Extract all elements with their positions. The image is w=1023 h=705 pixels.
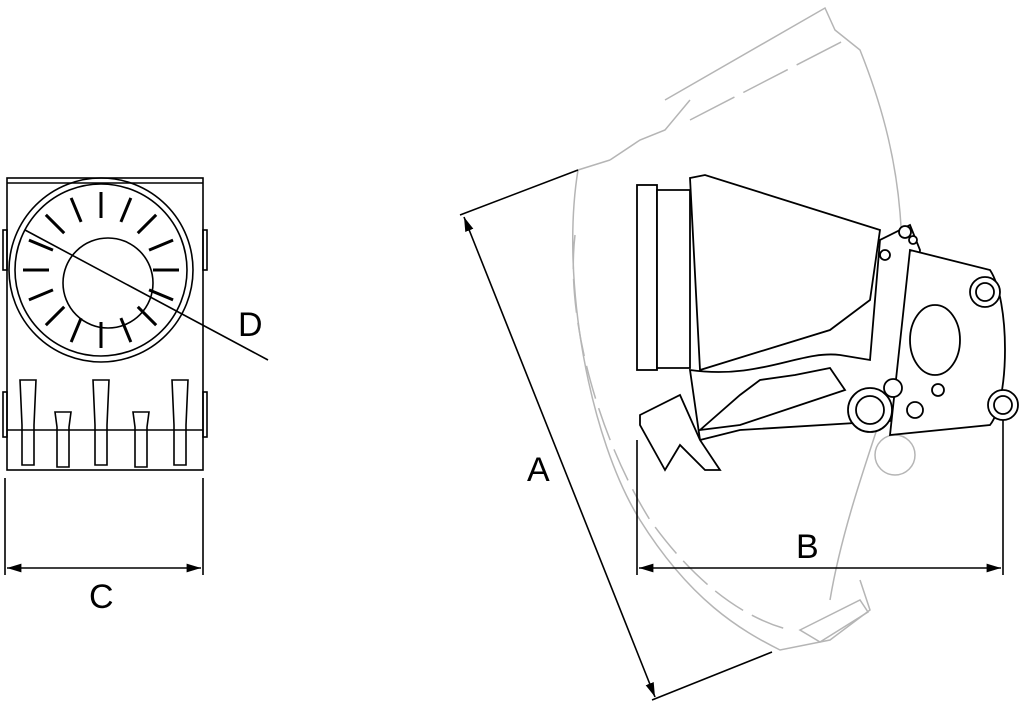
rib [28, 288, 54, 302]
rib [28, 238, 54, 252]
radial-ribs [23, 192, 179, 348]
teeth [19, 379, 189, 468]
rib [148, 238, 174, 252]
dimensions-side [459, 169, 1004, 701]
rib [44, 305, 66, 327]
front-view [2, 177, 269, 575]
label-c: C [89, 578, 114, 616]
rib [119, 317, 133, 343]
label-b: B [796, 528, 819, 566]
rib [69, 317, 83, 343]
rib [136, 213, 158, 235]
diameter-line-d [24, 229, 269, 361]
label-a: A [527, 451, 550, 489]
rib [69, 197, 83, 223]
label-d: D [238, 306, 263, 344]
rib [44, 213, 66, 235]
rib [148, 288, 174, 302]
rib [119, 197, 133, 223]
inner-circle [62, 237, 154, 329]
flange-circle [8, 177, 194, 363]
dimension-line-a [463, 216, 656, 698]
rib [136, 305, 158, 327]
side-view-bucket [636, 174, 1019, 472]
